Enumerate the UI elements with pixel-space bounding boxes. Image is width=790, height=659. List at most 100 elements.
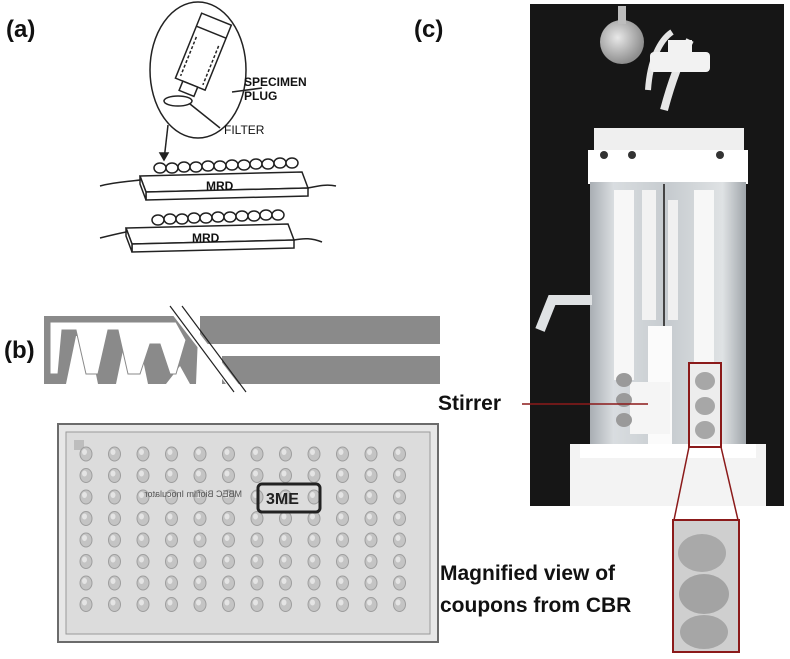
- peg-highlight: [196, 599, 201, 606]
- peg-lid-cross-section: [44, 302, 440, 398]
- specimen-plugs-top: [153, 157, 299, 174]
- peg-highlight: [82, 578, 87, 584]
- peg-highlight: [224, 470, 230, 477]
- peg-plate-photo: MBEC Biofilm Inoculator 3ME: [57, 423, 439, 643]
- peg-highlight: [196, 492, 201, 498]
- peg-highlight: [82, 535, 87, 541]
- specimen-plug-label-line1: SPECIMEN: [244, 75, 307, 89]
- peg-highlight: [110, 449, 116, 455]
- peg-highlight: [224, 578, 230, 584]
- plate-bottom: [222, 356, 440, 384]
- mrd-diagram: [99, 1, 337, 253]
- filter-label: FILTER: [224, 123, 265, 137]
- peg-highlight: [338, 470, 344, 477]
- panel-b-label: (b): [4, 337, 35, 364]
- peg-highlight: [139, 599, 144, 606]
- peg-highlight: [367, 492, 372, 498]
- peg-highlight: [82, 449, 87, 455]
- peg-highlight: [253, 449, 258, 455]
- peg-highlight: [82, 556, 87, 563]
- peg-highlight: [253, 578, 258, 584]
- coupon-callout-box: [688, 362, 722, 448]
- peg-highlight: [253, 556, 258, 563]
- peg-highlight: [367, 535, 372, 541]
- cbr-photo: [530, 4, 784, 506]
- peg-highlight: [367, 578, 372, 584]
- peg-highlight: [310, 556, 315, 563]
- specimen-plug-icon: [174, 12, 233, 98]
- plate-logo-text: 3ME: [266, 491, 299, 508]
- peg-highlight: [281, 599, 287, 606]
- mrd-block-bottom: [99, 223, 323, 253]
- peg-highlight: [82, 470, 87, 477]
- peg-highlight: [196, 449, 201, 455]
- peg-highlight: [224, 513, 230, 520]
- peg-highlight: [224, 535, 230, 541]
- peg-highlight: [167, 470, 173, 477]
- filter-disk-icon: [163, 95, 193, 107]
- specimen-plugs-bottom: [151, 209, 285, 226]
- peg-highlight: [310, 535, 315, 541]
- peg-highlight: [167, 578, 173, 584]
- peg-highlight: [82, 492, 87, 498]
- peg-highlight: [310, 578, 315, 584]
- mrd-top-label: MRD: [206, 179, 234, 193]
- peg-highlight: [310, 449, 315, 455]
- mrd-block-top: [99, 171, 337, 201]
- plate-embossed-text: MBEC Biofilm Inoculator: [144, 489, 242, 499]
- peg-highlight: [110, 599, 116, 606]
- panel-c-label: (c): [414, 16, 444, 43]
- peg-grid: [79, 446, 406, 612]
- peg-highlight: [395, 513, 401, 520]
- peg-highlight: [395, 535, 401, 541]
- peg-highlight: [196, 535, 201, 541]
- peg-highlight: [167, 535, 173, 541]
- peg-highlight: [139, 578, 144, 584]
- peg-highlight: [395, 556, 401, 563]
- peg-highlight: [110, 470, 116, 477]
- peg-highlight: [281, 578, 287, 584]
- peg-highlight: [167, 449, 173, 455]
- peg-highlight: [167, 513, 173, 520]
- peg-highlight: [224, 449, 230, 455]
- peg-highlight: [224, 599, 230, 606]
- peg-highlight: [110, 535, 116, 541]
- peg-highlight: [110, 492, 116, 498]
- peg-highlight: [82, 513, 87, 520]
- peg-highlight: [253, 535, 258, 541]
- peg-highlight: [281, 470, 287, 477]
- peg-highlight: [139, 470, 144, 477]
- peg-highlight: [395, 599, 401, 606]
- flask-icon: [600, 20, 644, 64]
- peg-highlight: [139, 556, 144, 563]
- peg-highlight: [253, 513, 258, 520]
- peg-highlight: [224, 556, 230, 563]
- peg-highlight: [139, 492, 144, 498]
- peg-highlight: [367, 449, 372, 455]
- peg-highlight: [281, 556, 287, 563]
- peg-highlight: [338, 513, 344, 520]
- vent-filter: [650, 52, 710, 72]
- peg-highlight: [281, 449, 287, 455]
- magnifier-circle: [149, 1, 247, 139]
- peg-highlight: [367, 556, 372, 563]
- reactor-lid: [594, 128, 744, 154]
- peg-profile-inner: [49, 321, 187, 375]
- specimen-plug-label-line2: PLUG: [244, 89, 277, 103]
- peg-highlight: [110, 556, 116, 563]
- peg-highlight: [224, 492, 230, 498]
- magnified-caption-line2: coupons from CBR: [440, 594, 632, 617]
- peg-highlight: [167, 599, 173, 606]
- panel-a-label: (a): [6, 16, 36, 43]
- peg-highlight: [367, 470, 372, 477]
- peg-highlight: [310, 470, 315, 477]
- peg-highlight: [338, 599, 344, 606]
- peg-highlight: [110, 578, 116, 584]
- peg-highlight: [395, 492, 401, 498]
- peg-highlight: [167, 556, 173, 563]
- peg-highlight: [196, 470, 201, 477]
- peg-highlight: [82, 599, 87, 606]
- peg-highlight: [167, 492, 173, 498]
- peg-highlight: [338, 449, 344, 455]
